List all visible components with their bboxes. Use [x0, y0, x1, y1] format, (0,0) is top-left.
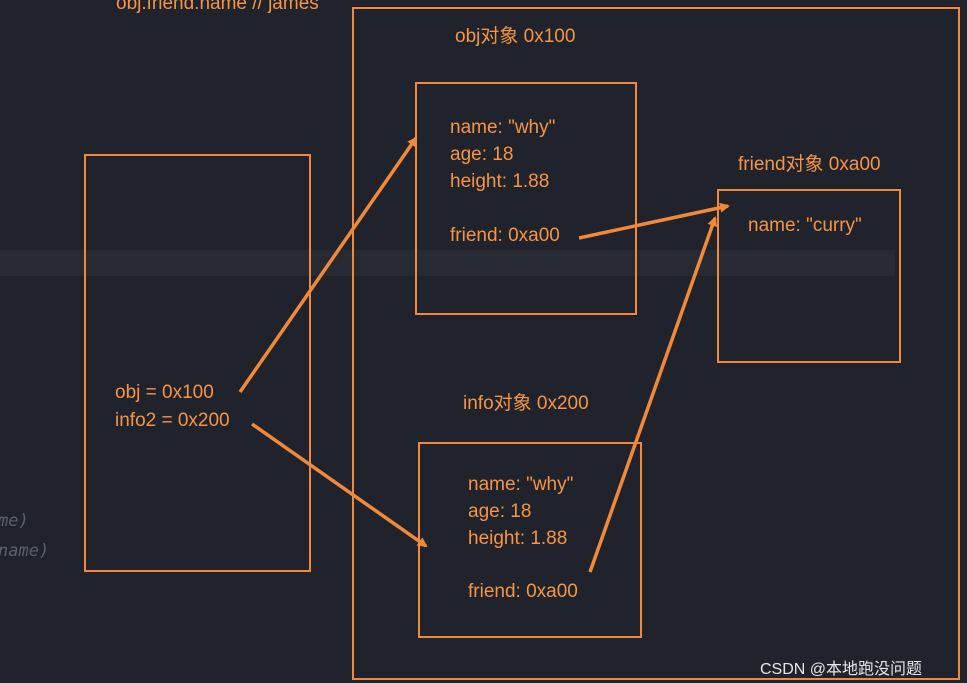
- obj-friend-field: friend: 0xa00: [450, 225, 560, 246]
- obj-age-field: age: 18: [450, 144, 514, 165]
- faint-code-line-2: name): [0, 541, 50, 561]
- stack-memory-box: [84, 154, 311, 572]
- info-name-field: name: "why": [468, 474, 574, 495]
- info-friend-field: friend: 0xa00: [468, 581, 578, 602]
- friend-name-field: name: "curry": [748, 215, 862, 236]
- editor-highlight-band: [0, 250, 895, 276]
- friend-object-title: friend对象 0xa00: [738, 154, 881, 175]
- arrow-info-friend-to-friend-object: [588, 216, 718, 573]
- obj-height-field: height: 1.88: [450, 171, 550, 192]
- arrow-info2-to-info-object: [250, 422, 428, 548]
- top-code-text: obj.friend.name // james: [116, 0, 319, 14]
- stack-obj-line: obj = 0x100: [115, 382, 214, 403]
- arrow-obj-friend-to-friend-object: [578, 202, 730, 240]
- obj-object-title: obj对象 0x100: [455, 26, 576, 47]
- obj-object-box: [415, 82, 637, 315]
- arrow-obj-to-obj-object: [238, 136, 418, 393]
- csdn-watermark: CSDN @本地跑没问题: [760, 661, 923, 678]
- info-height-field: height: 1.88: [468, 528, 568, 549]
- faint-code-line-1: me): [0, 511, 29, 531]
- stack-info2-line: info2 = 0x200: [115, 410, 230, 431]
- heap-memory-box: [352, 7, 960, 680]
- friend-object-box: [717, 189, 901, 363]
- obj-name-field: name: "why": [450, 117, 556, 138]
- info-age-field: age: 18: [468, 501, 532, 522]
- info-object-title: info对象 0x200: [463, 393, 589, 414]
